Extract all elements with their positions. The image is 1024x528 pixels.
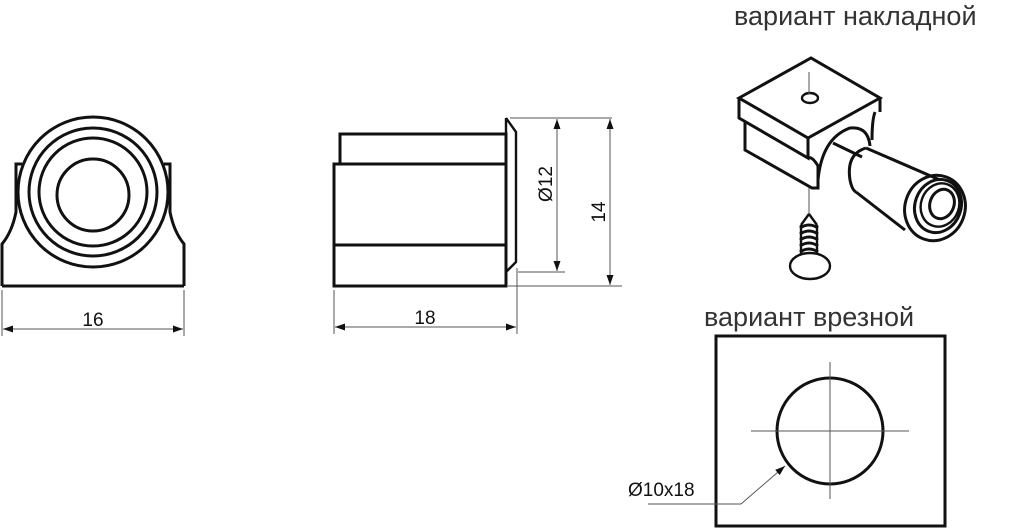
length-dimension: 18 <box>333 268 518 334</box>
panel-outline <box>714 334 947 528</box>
diameter-dimension-label: Ø12 <box>536 166 557 202</box>
isometric-bracket <box>735 56 884 190</box>
diameter-dimension: Ø12 <box>510 117 612 273</box>
side-view: 18 Ø12 14 <box>332 117 622 334</box>
hole-dimension-label: Ø10x18 <box>628 480 695 501</box>
screw <box>788 188 832 281</box>
front-view: 16 <box>0 115 186 336</box>
isometric-cylinder <box>847 146 967 243</box>
mortise-variant: вариант врезной Ø10x18 <box>628 302 947 528</box>
side-view-body <box>332 117 518 288</box>
length-dimension-label: 18 <box>414 308 435 329</box>
surface-variant: вариант накладной <box>734 1 977 281</box>
width-dimension: 16 <box>1 290 185 336</box>
height-dimension: 14 <box>508 119 622 287</box>
mortise-variant-title: вариант врезной <box>704 302 914 332</box>
width-dimension-label: 16 <box>82 310 103 331</box>
front-view-body <box>0 115 186 288</box>
height-dimension-label: 14 <box>589 201 610 223</box>
surface-variant-title: вариант накладной <box>734 1 977 31</box>
